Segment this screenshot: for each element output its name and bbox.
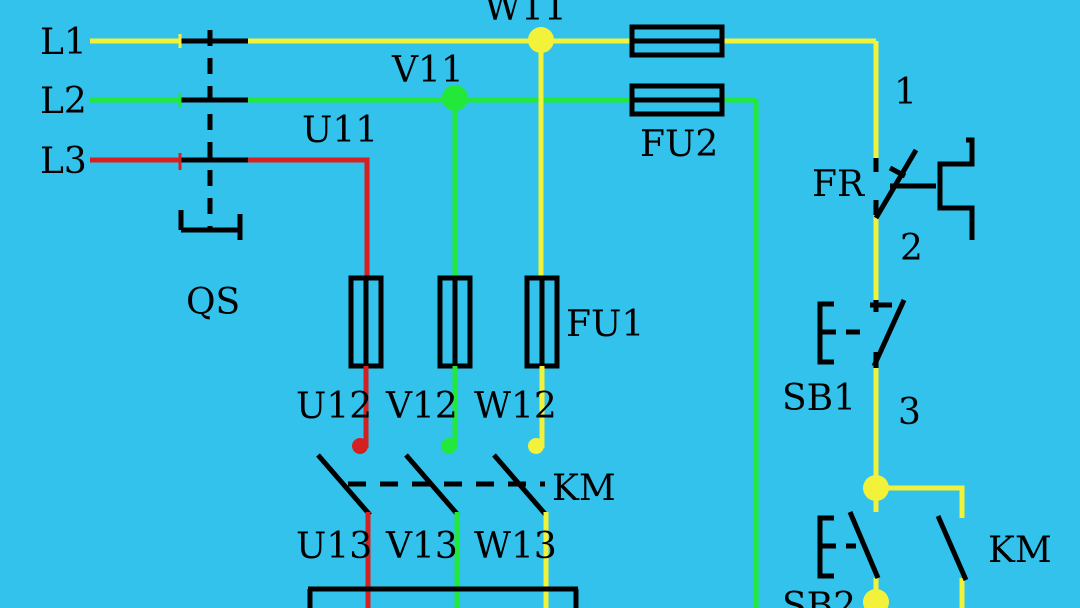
label-v12: V12 [385, 386, 458, 427]
label-fu2: FU2 [640, 124, 718, 165]
km-main-contacts [316, 453, 548, 517]
branch-u11 [248, 157, 370, 278]
label-u12: U12 [296, 386, 372, 427]
motor-terminal-box [307, 586, 579, 608]
junction-v11 [442, 85, 468, 111]
label-v13: V13 [385, 526, 458, 567]
label-sb2: SB2 [782, 586, 856, 608]
junction-w11 [528, 27, 554, 53]
fu1-fuses [348, 275, 560, 369]
label-qs: QS [186, 282, 240, 323]
label-v11: V11 [391, 50, 464, 91]
sb2-start-button [817, 511, 881, 579]
label-u13: U13 [296, 526, 372, 567]
fr-overload-contact [873, 137, 975, 240]
label-km-aux: KM [988, 530, 1052, 571]
label-l3: L3 [40, 141, 87, 182]
supply-line-l2 [90, 97, 759, 608]
label-u11: U11 [302, 110, 378, 151]
km-aux-contact [935, 514, 969, 582]
label-w13: W13 [474, 526, 557, 567]
label-node-1: 1 [894, 72, 917, 113]
junction-control-3 [863, 475, 889, 501]
label-fr: FR [812, 164, 865, 205]
terminal-v12 [441, 438, 457, 454]
label-node-2: 2 [900, 228, 923, 269]
supply-line-l1 [90, 38, 879, 158]
sb1-stop-button [817, 298, 907, 368]
fu2-fuses [629, 24, 725, 117]
label-sb1: SB1 [782, 378, 856, 419]
label-fu1: FU1 [566, 304, 644, 345]
label-node-3: 3 [898, 392, 921, 433]
label-l2: L2 [40, 81, 87, 122]
qs-switch [178, 30, 248, 240]
junction-control-4 [863, 589, 889, 608]
label-w12: W12 [474, 386, 557, 427]
terminal-u12 [352, 438, 368, 454]
label-w11: W11 [484, 0, 567, 29]
label-l1: L1 [40, 22, 87, 63]
label-km-main: KM [552, 468, 616, 509]
terminal-w12 [528, 438, 544, 454]
